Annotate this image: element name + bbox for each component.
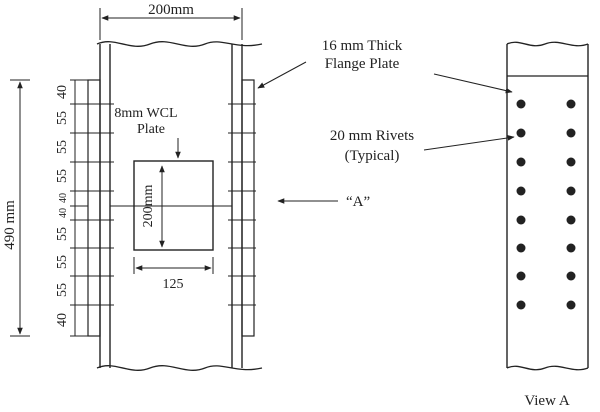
spacing-label: 55 xyxy=(55,227,70,241)
rivet xyxy=(566,271,576,281)
section-marker-label: “A” xyxy=(346,194,370,210)
spacing-label: 55 xyxy=(55,255,70,269)
flange-plate-label-line1: 16 mm Thick xyxy=(322,38,403,54)
flange-plate-arrow-left xyxy=(257,61,307,89)
spacing-label: 40 xyxy=(55,85,70,99)
rivet xyxy=(566,186,576,196)
left-rivet-lines xyxy=(86,103,114,306)
spacing-label: 55 xyxy=(55,140,70,154)
rivet xyxy=(566,243,576,253)
rivet xyxy=(516,300,526,310)
rivet xyxy=(566,99,576,109)
height-label: 490 mm xyxy=(2,200,18,250)
view-a-caption: View A xyxy=(524,393,570,409)
view-a-bottom-break xyxy=(506,365,589,371)
rivet xyxy=(566,128,576,138)
spacing-label: 55 xyxy=(55,111,70,125)
rivet xyxy=(516,243,526,253)
rivet-spacing-chain: 40 55 55 55 40 40 55 55 55 40 xyxy=(55,79,88,337)
rivet xyxy=(566,215,576,225)
window-height-label: 200mm xyxy=(141,185,156,228)
callouts: 16 mm Thick Flange Plate 20 mm Rivets (T… xyxy=(257,38,515,164)
rivet xyxy=(516,215,526,225)
main-elevation: 200mm 125 8mm WCL Plate xyxy=(86,41,263,371)
right-rivet-lines xyxy=(228,103,256,306)
top-break-line xyxy=(96,41,263,47)
spacing-label: 40 xyxy=(58,193,69,203)
spacing-label: 55 xyxy=(55,169,70,183)
bottom-break-line xyxy=(96,365,263,371)
height-dimension: 490 mm xyxy=(2,79,30,337)
width-label: 200mm xyxy=(148,2,194,18)
rivets-label-line2: (Typical) xyxy=(345,148,400,164)
flange-plate-label-line2: Flange Plate xyxy=(325,56,400,72)
wcl-plate-label-line2: Plate xyxy=(137,122,165,137)
rivet xyxy=(566,300,576,310)
left-flange-plate xyxy=(87,79,101,337)
window-width-label: 125 xyxy=(163,277,184,292)
spacing-ticks xyxy=(70,79,88,337)
rivet xyxy=(516,186,526,196)
spacing-label: 40 xyxy=(58,208,69,218)
rivets-arrow xyxy=(423,135,515,151)
flange-plate-arrow-right xyxy=(433,73,513,94)
rivet xyxy=(516,99,526,109)
rivet xyxy=(516,271,526,281)
section-marker: “A” xyxy=(277,194,370,210)
spacing-label: 55 xyxy=(55,283,70,297)
rivet xyxy=(566,157,576,167)
rivets xyxy=(516,99,576,310)
rivets-label-line1: 20 mm Rivets xyxy=(330,128,414,144)
view-a: View A xyxy=(506,41,589,409)
view-a-top-break xyxy=(506,41,589,47)
width-dimension: 200mm xyxy=(99,2,243,40)
right-flange-plate xyxy=(241,79,255,337)
rivet xyxy=(516,157,526,167)
wcl-plate-label-line1: 8mm WCL xyxy=(114,106,177,121)
spacing-label: 40 xyxy=(55,313,70,327)
rivet xyxy=(516,128,526,138)
